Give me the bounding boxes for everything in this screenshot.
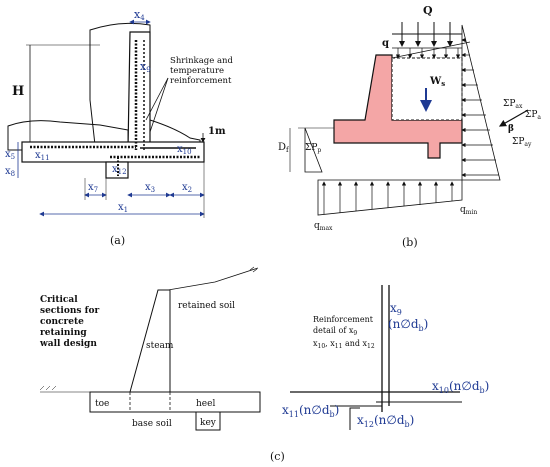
reinf-line3: x10, x11 and x12 xyxy=(313,339,375,350)
Df-label: Df xyxy=(278,142,290,154)
shrinkage-note-line2: temperature xyxy=(170,66,224,76)
critical-line5: wall design xyxy=(39,339,97,349)
base-slab-c xyxy=(89,391,261,413)
Pax-label: ΣPax xyxy=(503,99,523,110)
passive-pressure-triangle xyxy=(304,127,323,173)
qmin-label: qmin xyxy=(460,205,477,216)
key-bar xyxy=(349,407,360,430)
x10-label: x10 xyxy=(177,144,192,156)
Ws-label: Ws xyxy=(429,76,445,88)
base-soil-label: base soil xyxy=(132,419,172,429)
rx9-label: x9 xyxy=(390,301,402,317)
caption-c: (c) xyxy=(270,450,285,463)
ground-hatch-left xyxy=(39,385,57,391)
x3-label: x3 xyxy=(145,182,155,194)
reinf-line2: detail of x9 xyxy=(313,326,357,337)
toe-soil-outline xyxy=(7,120,129,151)
retained-soil-surface xyxy=(167,267,259,291)
x2-label: x2 xyxy=(182,182,192,194)
q-label: q xyxy=(382,38,389,49)
active-pressure-triangle xyxy=(461,24,501,181)
rx12-label: x12(n∅db) xyxy=(357,413,414,429)
rx11-label: x11(n∅db) xyxy=(282,403,339,419)
x1-label: x1 xyxy=(118,202,128,214)
x11-label: x11 xyxy=(35,150,50,162)
x8-label: x8 xyxy=(5,166,15,178)
backfill-slope xyxy=(391,41,471,59)
base-pressure-diagram xyxy=(317,179,463,216)
Pa-resultant-arrow xyxy=(498,109,529,127)
shrinkage-note-line1: Shrinkage and xyxy=(170,56,233,66)
rx10-label: x10(n∅db) xyxy=(432,379,489,395)
Pp-label: ΣPp xyxy=(305,143,321,154)
beta-side-label: β xyxy=(508,124,514,134)
x7-label: x7 xyxy=(88,182,98,194)
x4-label: x4 xyxy=(134,8,145,22)
Pay-label: ΣPay xyxy=(512,137,532,148)
shrinkage-leader-2 xyxy=(149,77,169,133)
panel-c-reinforcement-detail: Reinforcement detail of x9 x10, x11 and … xyxy=(282,285,489,430)
retained-soil-label: retained soil xyxy=(178,301,235,311)
H-label: H xyxy=(12,84,24,99)
Q-label: Q xyxy=(423,4,433,17)
critical-line1: Critical xyxy=(40,295,78,305)
toe-label: toe xyxy=(95,399,109,409)
soil-hatch-top xyxy=(249,266,258,273)
steam-label: steam xyxy=(146,341,174,351)
panel-c-critical-sections: Critical sections for concrete retaining… xyxy=(39,266,261,431)
x5-label: x5 xyxy=(5,149,15,161)
panel-a-wall-section: H x4 x9 Shrinkage and temperature reinfo… xyxy=(5,8,233,247)
critical-line2: sections for xyxy=(40,306,99,316)
active-pressure-arrows xyxy=(461,37,499,178)
key-label: key xyxy=(200,418,217,428)
panel-b-force-diagram: Q q β Ws xyxy=(278,4,541,249)
x12-label: x12 xyxy=(112,164,127,176)
key-c xyxy=(195,411,221,431)
shrinkage-note-line3: reinforcement xyxy=(170,76,232,86)
caption-a: (a) xyxy=(110,234,125,247)
shrinkage-leader xyxy=(145,77,169,121)
heel-label: heel xyxy=(196,399,215,409)
Pa-label: ΣPa xyxy=(525,110,541,121)
caption-b: (b) xyxy=(402,236,418,249)
rx9-bar-label: (n∅db) xyxy=(388,317,428,333)
x9-label: x9 xyxy=(140,60,151,74)
1m-label: 1m xyxy=(208,126,226,137)
qmax-label: qmax xyxy=(314,221,333,232)
base-pressure-arrows xyxy=(321,181,455,214)
critical-line4: retaining xyxy=(40,328,87,338)
critical-line3: concrete xyxy=(40,317,84,327)
reinf-line1: Reinforcement xyxy=(313,315,374,324)
stem-outline xyxy=(127,31,151,151)
